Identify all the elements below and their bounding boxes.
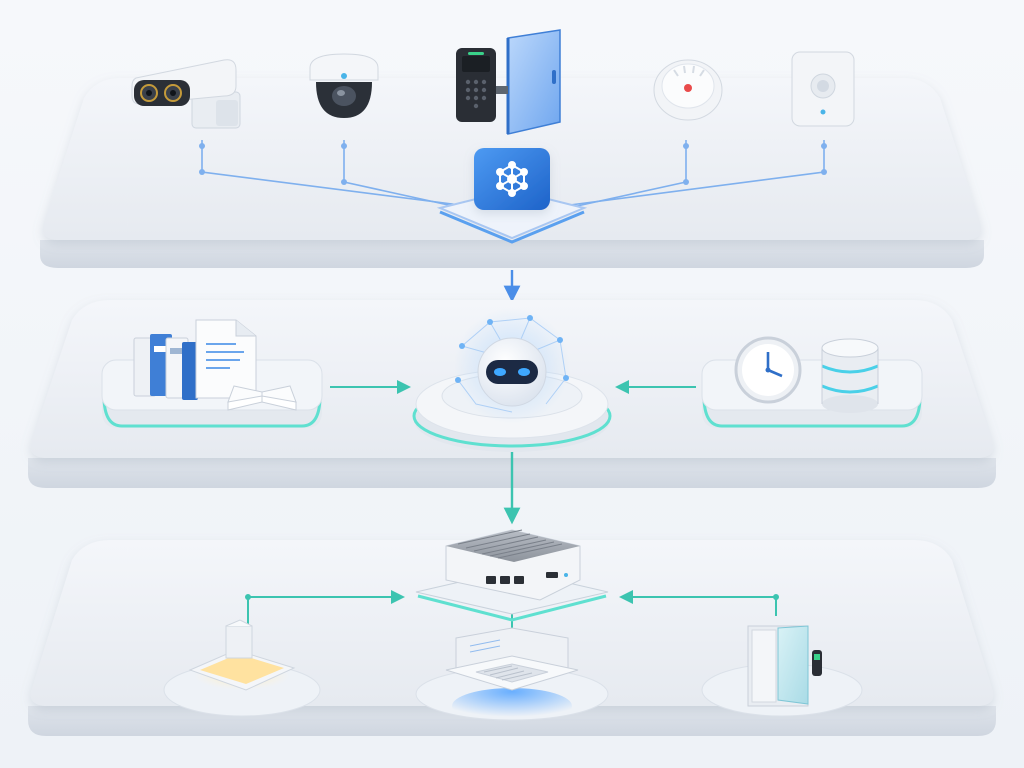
sensor-links [199, 140, 827, 209]
network-node-icon [496, 161, 528, 197]
smart-door-icon [747, 625, 822, 707]
bullet-camera-icon [131, 59, 241, 129]
lighting-output [163, 619, 321, 717]
network-hub [436, 148, 588, 244]
edge-gateway [415, 529, 609, 622]
documents-and-binders-icon [133, 319, 297, 411]
door-output [701, 625, 863, 717]
dome-camera-icon [309, 53, 379, 118]
cassette-air-conditioner-icon [445, 627, 579, 691]
smoke-detector-icon [653, 59, 723, 121]
motion-sensor-icon [791, 51, 855, 127]
ai-robot-icon [454, 308, 570, 424]
database-icon [821, 338, 879, 413]
access-control-icon [456, 29, 561, 135]
ceiling-light-panel-icon [188, 619, 296, 691]
hvac-output [415, 627, 609, 724]
gateway-links [245, 590, 779, 628]
clock-icon [734, 336, 802, 404]
